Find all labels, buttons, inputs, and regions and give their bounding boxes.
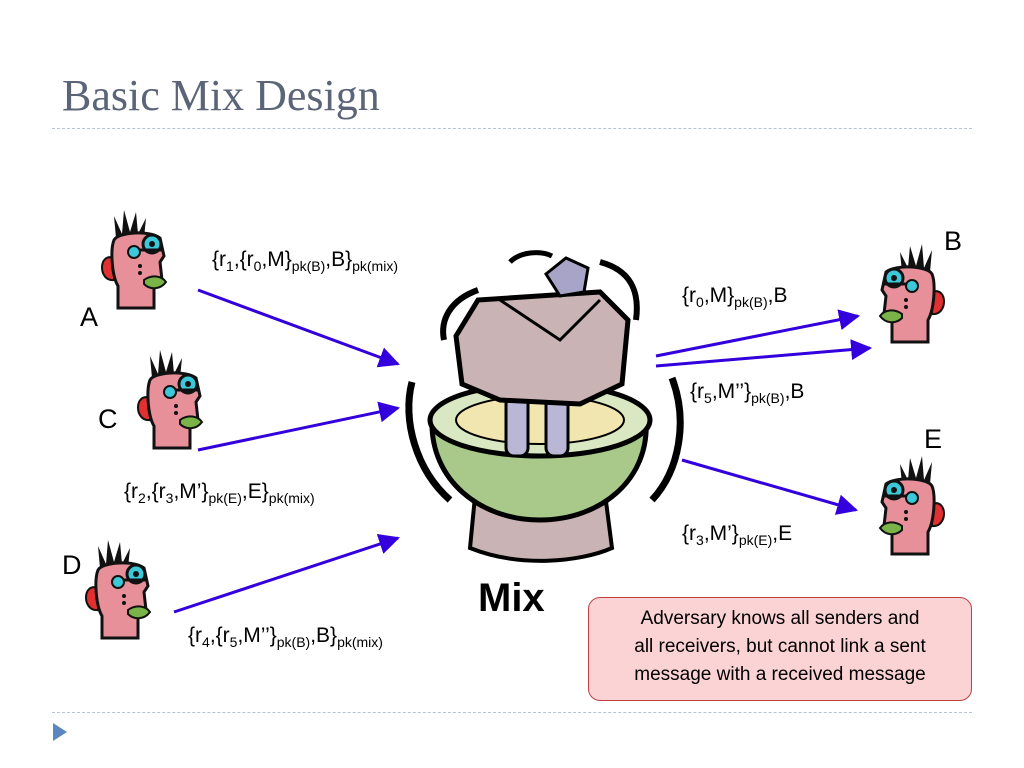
message-out-3: {r3,M’}pk(E),E: [682, 522, 793, 548]
next-slide-icon[interactable]: [52, 722, 68, 742]
label-a: A: [80, 302, 99, 332]
label-b: B: [944, 226, 963, 256]
note-line-3: message with a received message: [634, 664, 926, 685]
mix-label: Mix: [478, 576, 545, 620]
label-d: D: [62, 550, 82, 580]
arrow-mix-to-e: [681, 458, 859, 515]
person-a-icon: [100, 208, 168, 310]
slide-title: Basic Mix Design: [62, 71, 380, 120]
label-c: C: [98, 404, 118, 434]
footer-divider: [52, 712, 972, 713]
arrow-c-to-mix: [197, 401, 401, 452]
person-b-icon: [878, 242, 946, 344]
arrow-a-to-mix: [197, 288, 400, 368]
person-c-icon: [136, 348, 204, 450]
note-line-1: Adversary knows all senders and: [640, 608, 920, 629]
message-d-in: {r4,{r5,M’’}pk(B),B}pk(mix): [188, 624, 383, 650]
message-out-2: {r5,M’’}pk(B),B: [690, 380, 805, 406]
person-e-icon: [878, 454, 946, 556]
person-d-icon: [84, 538, 152, 640]
label-e: E: [924, 424, 943, 454]
message-a-in: {r1,{r0,M}pk(B),B}pk(mix): [212, 248, 398, 274]
message-out-1: {r0,M}pk(B),B: [682, 284, 788, 310]
arrow-mix-to-b-2: [655, 339, 873, 368]
title-divider: [52, 128, 972, 129]
message-c-in: {r2,{r3,M’}pk(E),E}pk(mix): [124, 480, 315, 506]
adversary-note: Adversary knows all senders and all rece…: [588, 597, 972, 701]
arrow-d-to-mix: [173, 533, 400, 614]
mixer-icon: [405, 250, 684, 563]
note-line-2: all receivers, but cannot link a sent: [634, 636, 926, 657]
arrow-mix-to-b-1: [655, 309, 861, 358]
